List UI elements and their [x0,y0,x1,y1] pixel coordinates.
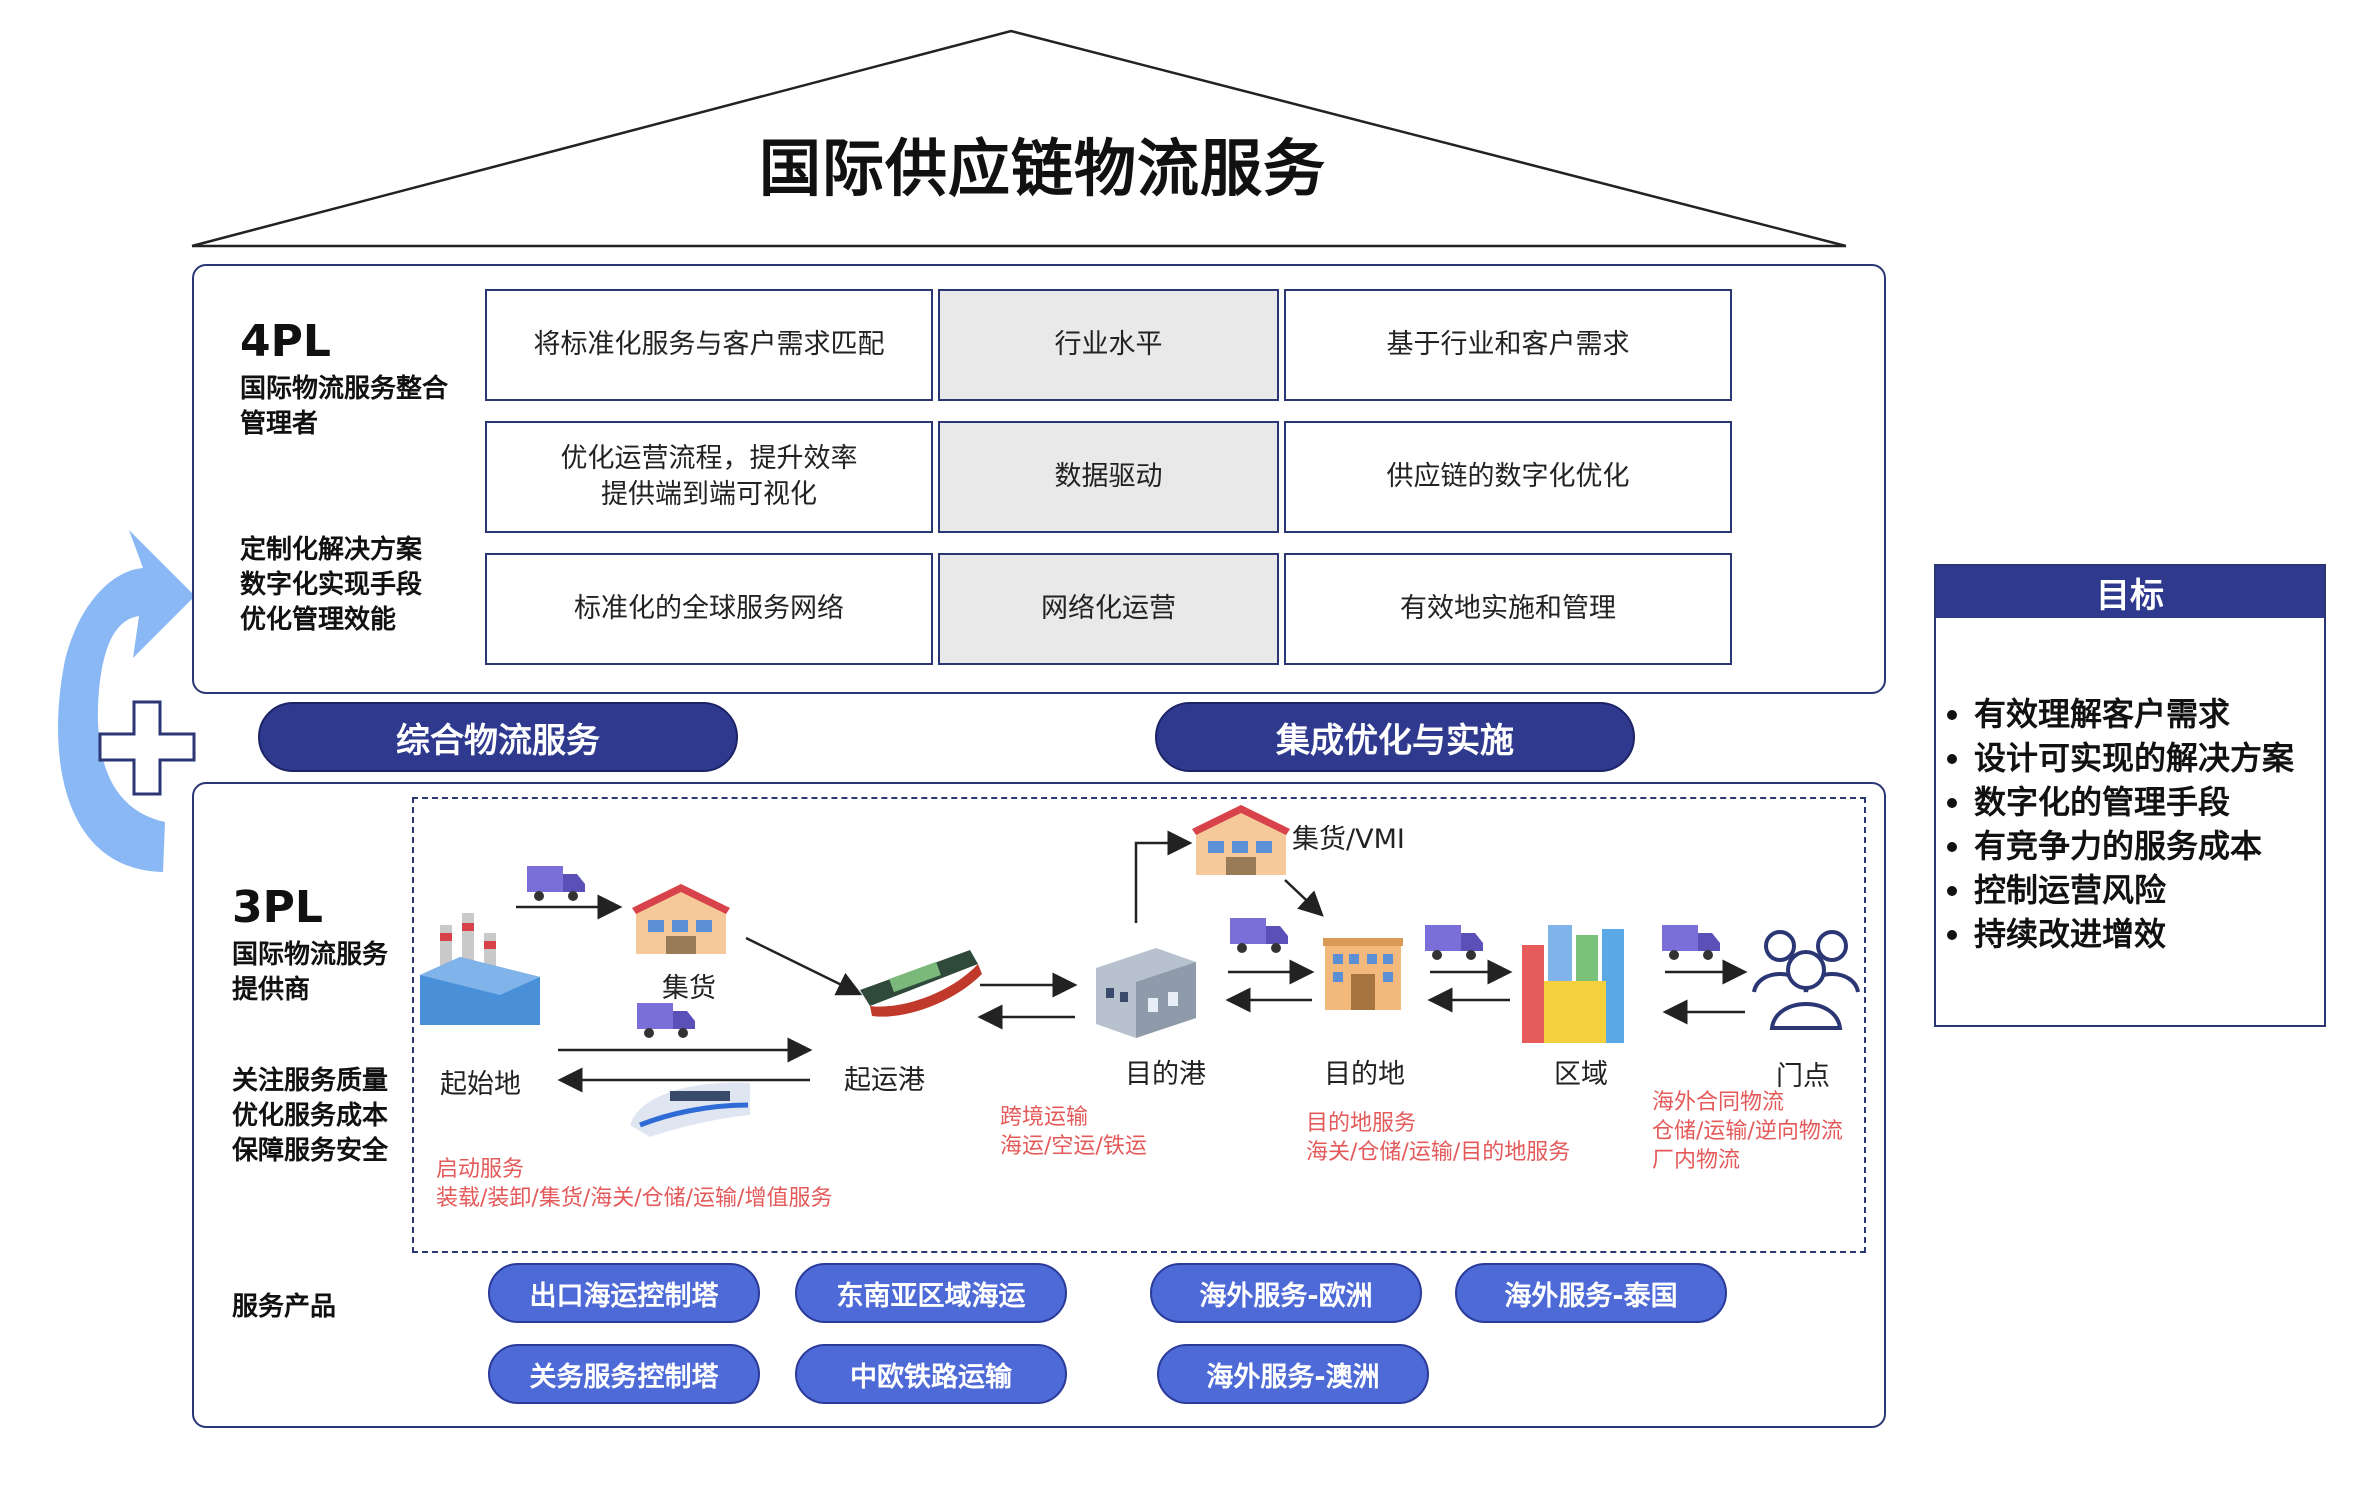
flow-area [412,797,1866,1253]
fourpl-cell: 基于行业和客户需求 [1284,289,1732,401]
integrated-logistics-pill: 综合物流服务 [258,702,738,772]
threepl-subtitle: 国际物流服务 提供商 [232,940,389,1005]
goal-item: 有竞争力的服务成本 [1974,824,2294,868]
goal-list: 有效理解客户需求 设计可实现的解决方案 数字化的管理手段 有竞争力的服务成本 控… [1944,692,2294,956]
warehouse-icon [1192,805,1290,875]
people-icon [1752,930,1860,1030]
note-start-service: 启动服务 装载/装卸/集货/海关/仓储/运输/增值服务 [436,1157,833,1211]
node-store: 门点 [1776,1061,1830,1092]
node-consolidation: 集货 [662,973,716,1004]
goal-item: 数字化的管理手段 [1974,780,2294,824]
note-destination-service: 目的地服务 海关/仓储/运输/目的地服务 [1306,1111,1571,1165]
upgrade-arrow-icon [58,530,196,872]
goal-box: 目标 有效理解客户需求 设计可实现的解决方案 数字化的管理手段 有竞争力的服务成… [1934,564,2326,1027]
goal-header: 目标 [1936,566,2324,618]
truck-icon [1425,925,1483,960]
office-building-icon [1323,938,1403,1010]
fourpl-subtitle: 国际物流服务整合 管理者 [240,374,449,439]
note-cross-border: 跨境运输 海运/空运/铁运 [1000,1105,1147,1159]
factory-icon [420,913,540,1025]
product-pill: 中欧铁路运输 [795,1344,1067,1404]
product-pill: 海外服务-泰国 [1455,1263,1727,1323]
port-building-icon [1096,948,1196,1038]
fourpl-cell: 标准化的全球服务网络 [485,553,933,665]
goal-item: 有效理解客户需求 [1974,692,2294,736]
truck-icon [527,866,585,901]
fourpl-cell: 优化运营流程，提升效率 提供端到端可视化 [485,421,933,533]
node-destination: 目的地 [1324,1059,1405,1090]
page-title: 国际供应链物流服务 [758,132,1326,205]
train-icon [630,1082,750,1137]
product-pill: 海外服务-欧洲 [1150,1263,1422,1323]
node-origin: 起始地 [440,1069,521,1100]
goal-item: 设计可实现的解决方案 [1974,736,2294,780]
fourpl-cell: 网络化运营 [938,553,1279,665]
fourpl-cell: 有效地实施和管理 [1284,553,1732,665]
truck-icon [1662,925,1720,960]
truck-icon [637,1003,695,1038]
node-vmi: 集货/VMI [1292,824,1405,855]
node-region: 区域 [1554,1059,1608,1090]
roof-outline [191,29,1847,248]
fourpl-cell: 数据驱动 [938,421,1279,533]
node-port-of-loading: 起运港 [844,1065,925,1096]
product-pill: 出口海运控制塔 [488,1263,760,1323]
warehouse-icon [632,884,730,954]
truck-icon [1230,918,1288,953]
goal-item: 控制运营风险 [1974,868,2294,912]
threepl-level: 3PL [232,882,323,933]
threepl-features: 关注服务质量 优化服务成本 保障服务安全 [232,1066,389,1166]
fourpl-cell: 行业水平 [938,289,1279,401]
fourpl-cell: 将标准化服务与客户需求匹配 [485,289,933,401]
product-pill: 关务服务控制塔 [488,1344,760,1404]
fourpl-cell: 供应链的数字化优化 [1284,421,1732,533]
product-pill: 东南亚区域海运 [795,1263,1067,1323]
fourpl-features: 定制化解决方案 数字化实现手段 优化管理效能 [240,535,423,635]
product-pill: 海外服务-澳洲 [1157,1344,1429,1404]
plus-icon [98,700,196,796]
note-overseas-logistics: 海外合同物流 仓储/运输/逆向物流 厂内物流 [1652,1090,1843,1173]
fourpl-level: 4PL [240,316,331,367]
ship-icon [860,950,982,1017]
integration-optimization-pill: 集成优化与实施 [1155,702,1635,772]
products-label: 服务产品 [232,1292,337,1322]
goal-item: 持续改进增效 [1974,912,2294,956]
node-dest-port: 目的港 [1125,1059,1206,1090]
city-icon [1522,925,1624,1043]
